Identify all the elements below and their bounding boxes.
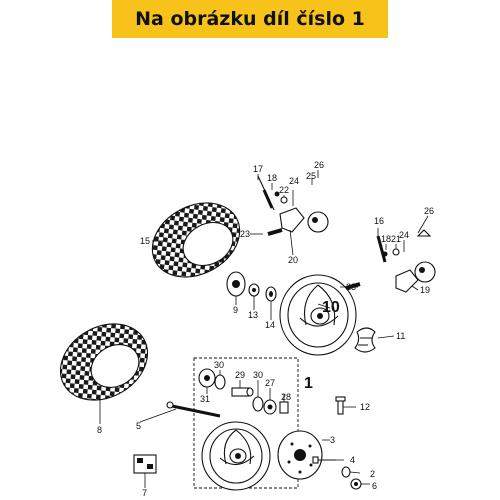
washer-2 bbox=[341, 466, 351, 478]
callout-3: 3 bbox=[330, 435, 335, 445]
wheel-rim-lower bbox=[201, 421, 271, 491]
bearing-13 bbox=[248, 283, 260, 297]
spacer-29 bbox=[231, 387, 254, 397]
bolt-12 bbox=[335, 396, 346, 415]
callout-29: 29 bbox=[235, 370, 245, 380]
callout-14: 14 bbox=[265, 320, 275, 330]
hub-bearing-31 bbox=[198, 368, 216, 388]
callout-26b: 26 bbox=[424, 206, 434, 216]
callout-7: 7 bbox=[142, 488, 147, 498]
callout-12: 12 bbox=[360, 402, 370, 412]
callout-23b: 23 bbox=[346, 282, 356, 292]
bearing-27 bbox=[263, 399, 277, 415]
wheel-rim-upper bbox=[279, 274, 357, 356]
callout-10: 10 bbox=[322, 299, 340, 316]
brake-disc bbox=[226, 271, 246, 297]
clip-part bbox=[354, 327, 376, 353]
tire-upper bbox=[151, 202, 241, 278]
callout-30b: 30 bbox=[253, 370, 263, 380]
bushing-28 bbox=[279, 401, 289, 414]
callout-24a: 24 bbox=[289, 176, 299, 186]
callout-31: 31 bbox=[200, 394, 210, 404]
callout-21: 21 bbox=[391, 234, 401, 244]
nut-6 bbox=[350, 478, 362, 490]
callout-24b: 24 bbox=[399, 230, 409, 240]
callout-5: 5 bbox=[136, 421, 141, 431]
callout-8: 8 bbox=[97, 425, 102, 435]
callout-6: 6 bbox=[372, 481, 377, 491]
seal-30-right bbox=[252, 396, 264, 412]
bracket-7 bbox=[133, 454, 157, 474]
tire-lower bbox=[59, 323, 149, 401]
callout-labels: 1 2 3 4 5 6 7 8 9 10 11 12 13 14 15 16 1… bbox=[97, 160, 434, 498]
callout-28: 28 bbox=[281, 392, 291, 402]
callout-19: 19 bbox=[420, 285, 430, 295]
part-number-banner: Na obrázku díl číslo 1 bbox=[112, 0, 388, 38]
callout-1: 1 bbox=[304, 375, 313, 392]
callout-4: 4 bbox=[350, 455, 355, 465]
callout-26a: 26 bbox=[314, 160, 324, 170]
bearing-14 bbox=[265, 286, 277, 302]
callout-30a: 30 bbox=[214, 360, 224, 370]
brake-disc-3 bbox=[277, 430, 323, 480]
callout-25: 25 bbox=[306, 171, 316, 181]
leader-lines bbox=[99, 170, 429, 488]
callout-2: 2 bbox=[370, 469, 375, 479]
callout-17: 17 bbox=[253, 164, 263, 174]
callout-16: 16 bbox=[374, 216, 384, 226]
bolt-4 bbox=[312, 456, 336, 464]
callout-20: 20 bbox=[288, 255, 298, 265]
callout-13: 13 bbox=[248, 310, 258, 320]
callout-27: 27 bbox=[265, 378, 275, 388]
callout-11: 11 bbox=[396, 331, 405, 341]
callout-22: 22 bbox=[279, 185, 289, 195]
brake-lever-left bbox=[257, 175, 329, 236]
callout-18a: 18 bbox=[267, 173, 277, 183]
banner-title: Na obrázku díl číslo 1 bbox=[135, 8, 365, 30]
callout-23a: 23 bbox=[240, 229, 250, 239]
callout-15: 15 bbox=[140, 236, 150, 246]
axle-5 bbox=[166, 401, 221, 418]
callout-9: 9 bbox=[233, 305, 238, 315]
callout-18b: 18 bbox=[381, 234, 391, 244]
seal-30-left bbox=[214, 374, 226, 390]
